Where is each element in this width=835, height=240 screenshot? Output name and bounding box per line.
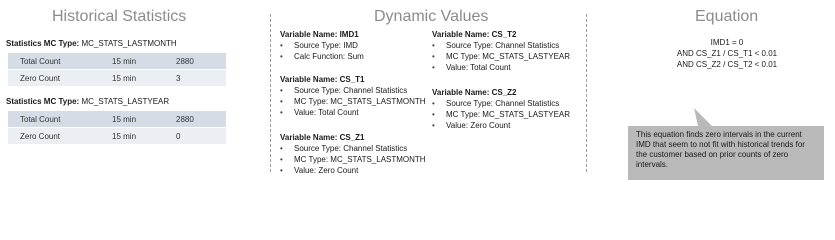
variable-cs-z1: Variable Name: CS_Z1 •Source Type: Chann… (280, 132, 426, 176)
stats-table: Total Count 15 min 2880 Zero Count 15 mi… (8, 52, 226, 86)
row-name: Zero Count (8, 127, 108, 144)
variable-detail: •MC Type: MC_STATS_LASTYEAR (432, 110, 571, 119)
dynamic-values-title: Dynamic Values (374, 8, 489, 25)
row-name: Total Count (8, 110, 108, 128)
variable-detail: •Value: Zero Count (432, 121, 511, 130)
variable-detail: •Source Type: Channel Statistics (432, 99, 560, 108)
historical-statistics-title: Historical Statistics (52, 8, 187, 25)
variable-cs-t1: Variable Name: CS_T1 •Source Type: Chann… (280, 74, 426, 118)
equation-title: Equation (695, 8, 759, 25)
variable-detail: •Source Type: IMD (280, 41, 358, 50)
row-name: Total Count (8, 52, 108, 70)
variable-detail: •Value: Total Count (280, 108, 359, 117)
table-row: Total Count 15 min 2880 (8, 52, 226, 70)
row-count: 0 (172, 127, 226, 144)
bullet-icon: • (280, 166, 283, 175)
row-interval: 15 min (108, 110, 172, 128)
table-row: Total Count 15 min 2880 (8, 110, 226, 128)
variable-detail: •Source Type: Channel Statistics (280, 144, 408, 153)
variable-name: Variable Name: CS_Z1 (280, 133, 365, 142)
bullet-icon: • (432, 63, 435, 72)
row-count: 2880 (172, 110, 226, 128)
equation-line: AND CS_Z2 / CS_T2 < 0.01 (676, 60, 778, 69)
row-count: 3 (172, 69, 226, 86)
variable-name: Variable Name: CS_Z2 (432, 88, 517, 97)
variable-name: Variable Name: CS_T1 (280, 75, 365, 84)
callout-pointer-icon (694, 108, 712, 126)
bullet-icon: • (432, 52, 435, 61)
stats-type-label: Statistics MC Type: (6, 97, 80, 106)
bullet-icon: • (280, 144, 283, 153)
variable-name: Variable Name: IMD1 (280, 30, 359, 39)
variable-detail: •MC Type: MC_STATS_LASTYEAR (432, 52, 571, 61)
stats-type-value: MC_STATS_LASTYEAR (81, 97, 170, 106)
variable-detail: •Source Type: Channel Statistics (280, 86, 408, 95)
variable-name: Variable Name: CS_T2 (432, 30, 517, 39)
row-name: Zero Count (8, 69, 108, 86)
variable-cs-t2: Variable Name: CS_T2 •Source Type: Chann… (432, 29, 570, 73)
row-interval: 15 min (108, 69, 172, 86)
divider-right (586, 14, 587, 172)
bullet-icon: • (432, 41, 435, 50)
stats-type-heading: Statistics MC Type: MC_STATS_LASTYEAR (6, 97, 169, 106)
row-interval: 15 min (108, 52, 172, 70)
stats-type-heading: Statistics MC Type: MC_STATS_LASTMONTH (6, 39, 177, 48)
variable-detail: •Source Type: Channel Statistics (432, 41, 560, 50)
row-count: 2880 (172, 52, 226, 70)
table-row: Zero Count 15 min 0 (8, 127, 226, 144)
stats-table: Total Count 15 min 2880 Zero Count 15 mi… (8, 110, 226, 144)
variable-imd1: Variable Name: IMD1 •Source Type: IMD •C… (280, 29, 364, 62)
bullet-icon: • (280, 86, 283, 95)
stats-type-value: MC_STATS_LASTMONTH (81, 39, 177, 48)
bullet-icon: • (432, 121, 435, 130)
bullet-icon: • (432, 99, 435, 108)
equation-block: IMD1 = 0 AND CS_Z1 / CS_T1 < 0.01 AND CS… (650, 37, 804, 70)
bullet-icon: • (280, 155, 283, 164)
bullet-icon: • (280, 52, 283, 61)
equation-explanation-note: This equation finds zero intervals in th… (628, 126, 824, 180)
bullet-icon: • (280, 41, 283, 50)
equation-line: IMD1 = 0 (710, 38, 744, 47)
variable-detail: •Value: Total Count (432, 63, 511, 72)
variable-detail: •Calc Function: Sum (280, 52, 364, 61)
stats-type-label: Statistics MC Type: (6, 39, 80, 48)
table-row: Zero Count 15 min 3 (8, 69, 226, 86)
variable-detail: •Value: Zero Count (280, 166, 359, 175)
bullet-icon: • (280, 97, 283, 106)
variable-detail: •MC Type: MC_STATS_LASTMONTH (280, 155, 426, 164)
divider-left (270, 14, 271, 172)
variable-cs-z2: Variable Name: CS_Z2 •Source Type: Chann… (432, 87, 570, 131)
bullet-icon: • (432, 110, 435, 119)
variable-detail: •MC Type: MC_STATS_LASTMONTH (280, 97, 426, 106)
row-interval: 15 min (108, 127, 172, 144)
bullet-icon: • (280, 108, 283, 117)
equation-line: AND CS_Z1 / CS_T1 < 0.01 (676, 49, 778, 58)
